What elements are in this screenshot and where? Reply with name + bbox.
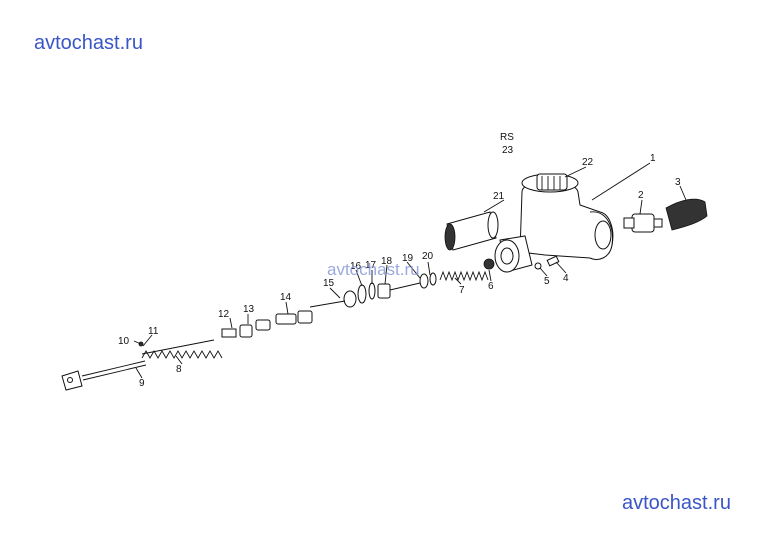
label-21: 21 [493,191,505,202]
label-14: 14 [280,292,292,303]
label-8: 8 [176,364,182,375]
watermark-bottom: avtochast.ru [622,492,731,514]
return-spring [439,270,489,282]
push-rod-spring [141,339,223,359]
leader-lines [133,162,687,379]
hose [665,198,708,231]
label-22: 22 [582,157,594,168]
label-19: 19 [402,253,414,264]
label-18: 18 [381,256,393,267]
small-fittings [483,255,560,270]
adjuster-nut [275,310,313,325]
label-13: 13 [243,304,255,315]
label-9: 9 [139,378,145,389]
diagram-code-line1: RS [500,132,514,143]
label-16: 16 [350,261,362,272]
label-12: 12 [218,309,230,320]
label-17: 17 [365,260,377,271]
label-2: 2 [638,190,644,201]
label-10: 10 [118,336,130,347]
watermark-middle: avtochast.ru [327,260,420,279]
label-11: 11 [148,326,159,337]
fitting [623,213,663,233]
label-3: 3 [675,177,681,188]
label-15: 15 [323,278,335,289]
push-rod [61,360,147,391]
piston-assembly [309,272,437,308]
sleeves [221,319,271,338]
label-5: 5 [544,276,550,287]
label-7: 7 [459,285,465,296]
label-20: 20 [422,251,434,262]
label-6: 6 [488,281,494,292]
label-4: 4 [563,273,569,284]
watermark-top: avtochast.ru [34,32,143,54]
reservoir-cap [536,173,568,191]
label-1: 1 [650,153,656,164]
diagram-code-line2: 23 [502,145,514,156]
dust-boot [444,211,499,251]
